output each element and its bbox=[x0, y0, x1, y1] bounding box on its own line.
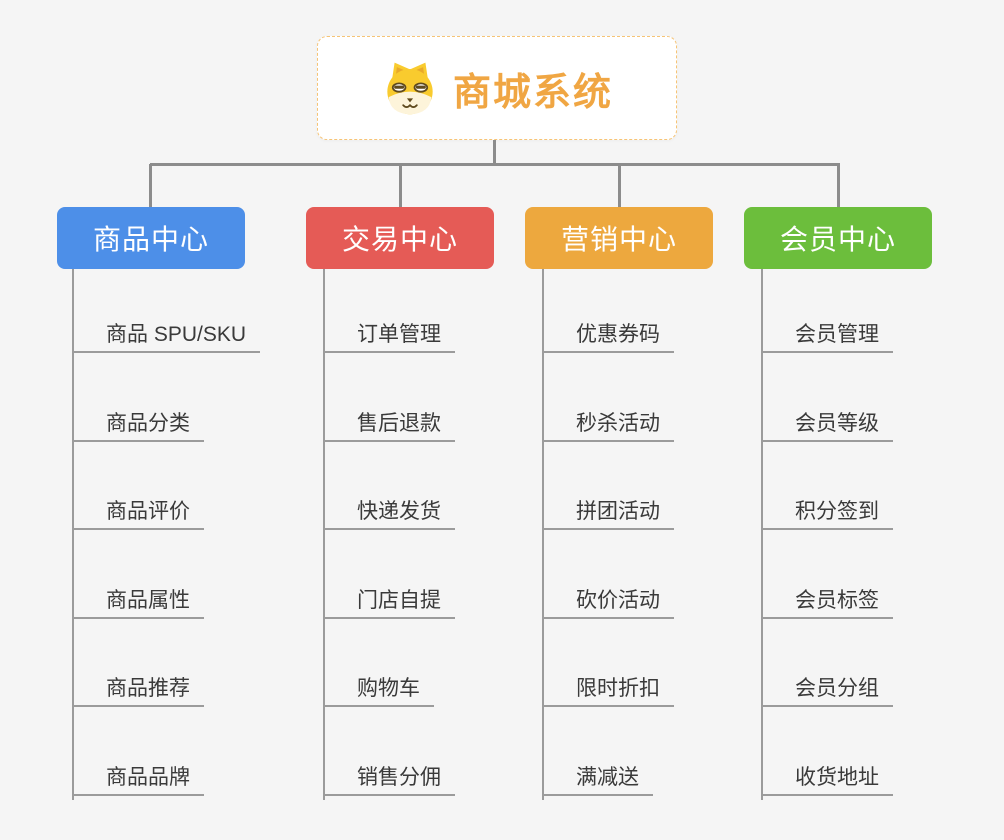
node-member-management[interactable]: 会员管理 bbox=[761, 317, 893, 353]
node-product-review[interactable]: 商品评价 bbox=[72, 494, 204, 530]
connector-trunk bbox=[150, 163, 840, 166]
node-full-reduction[interactable]: 满减送 bbox=[542, 760, 653, 796]
node-product-attribute[interactable]: 商品属性 bbox=[72, 583, 204, 619]
node-points-checkin[interactable]: 积分签到 bbox=[761, 494, 893, 530]
node-bargain-activity[interactable]: 砍价活动 bbox=[542, 583, 674, 619]
branch-spine-product bbox=[72, 269, 74, 800]
branch-header-member-center[interactable]: 会员中心 bbox=[744, 207, 932, 269]
branch-header-trade-center[interactable]: 交易中心 bbox=[306, 207, 494, 269]
node-aftersale-refund[interactable]: 售后退款 bbox=[323, 406, 455, 442]
connector-drop-marketing bbox=[618, 164, 621, 208]
branch-header-marketing-center[interactable]: 营销中心 bbox=[525, 207, 713, 269]
branch-spine-marketing bbox=[542, 269, 544, 800]
connector-drop-trade bbox=[399, 164, 402, 208]
root-title: 商城系统 bbox=[452, 71, 613, 114]
node-product-brand[interactable]: 商品品牌 bbox=[72, 760, 204, 796]
node-shipping-address[interactable]: 收货地址 bbox=[761, 760, 893, 796]
connector-drop-product bbox=[149, 164, 152, 208]
node-order-management[interactable]: 订单管理 bbox=[323, 317, 455, 353]
node-product-spu-sku[interactable]: 商品 SPU/SKU bbox=[72, 317, 261, 353]
connector-root-stub bbox=[493, 140, 496, 165]
root-node-mall-system[interactable]: 商城系统 bbox=[317, 36, 677, 140]
node-coupon-code[interactable]: 优惠券码 bbox=[542, 317, 674, 353]
node-product-recommend[interactable]: 商品推荐 bbox=[72, 671, 204, 707]
node-sales-commission[interactable]: 销售分佣 bbox=[323, 760, 455, 796]
node-group-buy[interactable]: 拼团活动 bbox=[542, 494, 674, 530]
node-product-category[interactable]: 商品分类 bbox=[72, 406, 204, 442]
node-member-tag[interactable]: 会员标签 bbox=[761, 583, 893, 619]
node-member-level[interactable]: 会员等级 bbox=[761, 406, 893, 442]
node-time-discount[interactable]: 限时折扣 bbox=[542, 671, 674, 707]
node-shopping-cart[interactable]: 购物车 bbox=[323, 671, 434, 707]
node-member-group[interactable]: 会员分组 bbox=[761, 671, 893, 707]
node-flash-sale[interactable]: 秒杀活动 bbox=[542, 406, 674, 442]
branch-spine-member bbox=[761, 269, 763, 800]
node-express-delivery[interactable]: 快递发货 bbox=[323, 494, 455, 530]
dog-face-icon bbox=[387, 62, 433, 115]
branch-spine-trade bbox=[323, 269, 325, 800]
connector-drop-member bbox=[837, 164, 840, 208]
node-store-pickup[interactable]: 门店自提 bbox=[323, 583, 455, 619]
branch-header-product-center[interactable]: 商品中心 bbox=[57, 207, 245, 269]
